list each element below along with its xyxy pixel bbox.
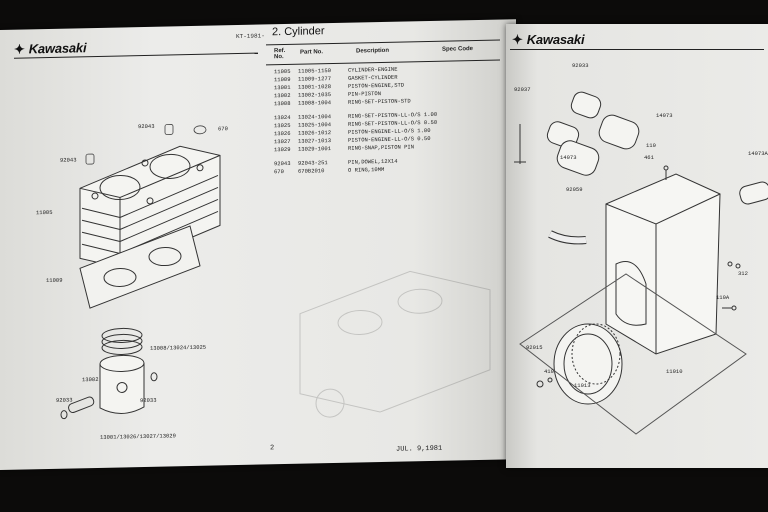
table-cell-part: 92043-251: [298, 159, 328, 167]
callout-13001: 13001/13026/13027/13029: [100, 432, 176, 441]
callout-670: 670: [218, 125, 228, 133]
parts-table: 11005 11005-1150 CYLINDER-ENGINE 11009 11009…: [0, 19, 516, 176]
callout-92043-b: 92043: [60, 156, 77, 164]
section-title: 2. Cylinder: [272, 25, 325, 39]
callout-11005: 11005: [36, 208, 53, 217]
table-cell-desc: PIN,DOWEL,12X14: [348, 157, 398, 166]
table-cell-ref: 670: [274, 168, 284, 176]
table-cell-part: 13029-1001: [298, 145, 332, 153]
table-top-rule: [266, 39, 500, 46]
table-cell-ref: 13008: [274, 99, 291, 108]
piston-drawing: [60, 327, 158, 420]
table-cell-desc: PISTON-ENGINE,STD: [348, 81, 405, 90]
table-cell-desc: RING-SNAP,PISTON PIN: [348, 143, 415, 152]
kawasaki-logo: ✦Kawasaki: [14, 40, 86, 58]
table-cell-ref: 13026: [274, 129, 291, 138]
left-page: ✦Kawasaki KT-1981- 2. Cylinder Ref. No. …: [0, 19, 516, 470]
revision-date: JUL. 9,1981: [396, 444, 443, 454]
table-cell-part: 11009-1277: [298, 75, 332, 83]
callout-312: 312: [738, 270, 748, 277]
brand-name-right: Kawasaki: [526, 32, 585, 47]
callout-92033: 92033: [56, 396, 73, 404]
table-cell-part: 13027-1013: [298, 137, 332, 145]
table-cell-desc: RING-SET-PISTON-STD: [348, 97, 411, 106]
callout-410: 410: [544, 368, 554, 375]
callout-110: 110: [646, 142, 656, 149]
table-cell-part: 13002-1035: [298, 91, 332, 99]
callout-92043: 92043: [138, 122, 155, 131]
col-part: Part No.: [300, 49, 324, 56]
table-cell-part: 13026-1012: [298, 129, 332, 137]
table-cell-ref: 13024: [274, 113, 291, 122]
table-cell-ref: 13027: [274, 137, 291, 146]
table-cell-part: 13001-1028: [298, 83, 332, 91]
col-desc: Description: [356, 47, 390, 55]
page-number: 2: [270, 444, 275, 453]
kawasaki-logo-right: ✦Kawasaki: [512, 32, 585, 48]
callout-11010: 11010: [666, 368, 683, 375]
table-cell-desc: CYLINDER-ENGINE: [348, 65, 398, 74]
col-spec: Spec Code: [442, 46, 474, 53]
table-cell-part: 11005-1150: [298, 67, 332, 75]
callout-461: 461: [644, 154, 654, 161]
air-filter-drawing: [514, 91, 768, 435]
callout-13008: 13008/13024/13025: [150, 343, 207, 352]
callout-11009: 11009: [46, 276, 63, 285]
table-cell-part: 13008-1004: [298, 99, 332, 107]
table-header-rule: [266, 59, 500, 66]
kawasaki-mark-icon-right: ✦: [512, 32, 523, 47]
table-cell-ref: 13001: [274, 83, 291, 92]
brand-name: Kawasaki: [28, 40, 87, 57]
table-cell-ref: 92043: [274, 159, 291, 168]
table-cell-ref: 13002: [274, 91, 291, 100]
table-cell-part: 13025-1004: [298, 121, 332, 129]
table-cell-ref: 13025: [274, 121, 291, 130]
table-cell-desc: GASKET-CYLINDER: [348, 73, 398, 82]
bleed-through-drawing: [299, 270, 491, 418]
table-cell-ref: 13029: [274, 145, 291, 154]
callout-92015: 92015: [526, 344, 543, 351]
kawasaki-mark-icon: ✦: [14, 41, 25, 57]
callout-92059: 92059: [566, 186, 583, 193]
table-cell-part: 670B2010: [298, 167, 325, 175]
table-cell-desc: O RING,10MM: [348, 165, 385, 174]
header-code: KT-1981-: [236, 32, 265, 41]
callout-11013: 11013: [574, 382, 591, 389]
table-cell-desc: PISTON-ENGINE-LL-O/S 0.50: [348, 134, 431, 144]
header-rule-right: [510, 49, 764, 50]
callout-92033-b: 92033: [140, 396, 157, 405]
callout-110a: 110A: [716, 294, 730, 301]
table-cell-ref: 11005: [274, 67, 291, 76]
cylinder-drawing: [79, 124, 221, 309]
right-page: ✦Kawasaki: [506, 24, 768, 468]
callout-14073a: 14073A: [748, 150, 768, 157]
table-cell-desc: PIN-PISTON: [348, 90, 382, 98]
callout-92033-r: 92033: [572, 62, 589, 69]
callout-92037: 92037: [514, 86, 531, 93]
col-ref: Ref. No.: [274, 48, 286, 61]
callout-13002: 13002: [82, 375, 99, 384]
table-cell-part: 13024-1004: [298, 113, 332, 121]
table-cell-ref: 11009: [274, 75, 291, 84]
callout-14073: 14073: [656, 112, 673, 119]
callout-14073-b: 14073: [560, 154, 577, 161]
